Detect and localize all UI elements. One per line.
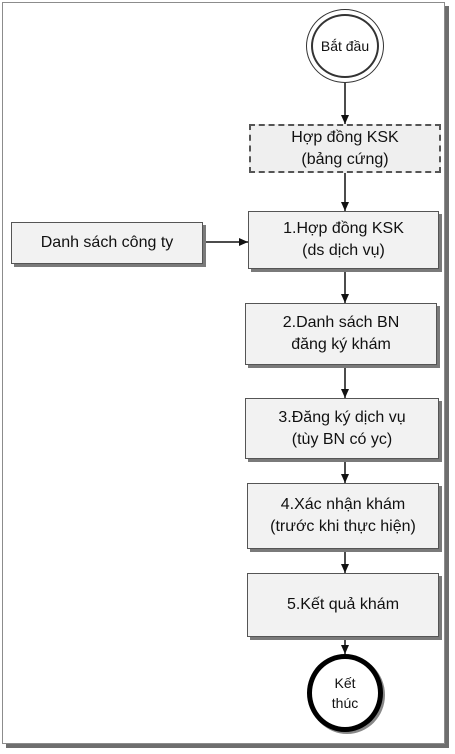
- evidence-contract-node: Hợp đồng KSK (bảng cứng): [249, 124, 441, 173]
- step-2-label: 2.Danh sách BN đăng ký khám: [282, 314, 400, 353]
- step-3-node: 3.Đăng ký dịch vụ (tùy BN có yc): [245, 398, 439, 459]
- company-list-node: Danh sách công ty: [11, 222, 203, 264]
- end-node: Kết thúc: [307, 654, 383, 732]
- step-5-label: 5.Kết quả khám: [286, 596, 400, 613]
- start-node: Bắt đầu: [306, 9, 384, 83]
- step-5-node: 5.Kết quả khám: [247, 573, 439, 637]
- step-3-label: 3.Đăng ký dịch vụ (tùy BN có yc): [278, 408, 406, 448]
- diagram-frame: Bắt đầu Hợp đồng KSK (bảng cứng) Danh sá…: [2, 2, 445, 744]
- start-label: Bắt đầu: [320, 38, 370, 54]
- evidence-contract-label: Hợp đồng KSK (bảng cứng): [291, 128, 399, 168]
- company-list-label: Danh sách công ty: [40, 234, 174, 251]
- flow-arrows: [203, 83, 349, 654]
- step-4-node: 4.Xác nhận khám (trước khi thực hiện): [247, 483, 439, 549]
- step-1-node: 1.Hợp đồng KSK (ds dịch vụ): [248, 211, 439, 269]
- step-2-node: 2.Danh sách BN đăng ký khám: [245, 303, 437, 365]
- step-4-label: 4.Xác nhận khám (trước khi thực hiện): [270, 496, 416, 535]
- end-label: Kết thúc: [331, 675, 359, 711]
- step-1-label: 1.Hợp đồng KSK (ds dịch vụ): [283, 220, 404, 259]
